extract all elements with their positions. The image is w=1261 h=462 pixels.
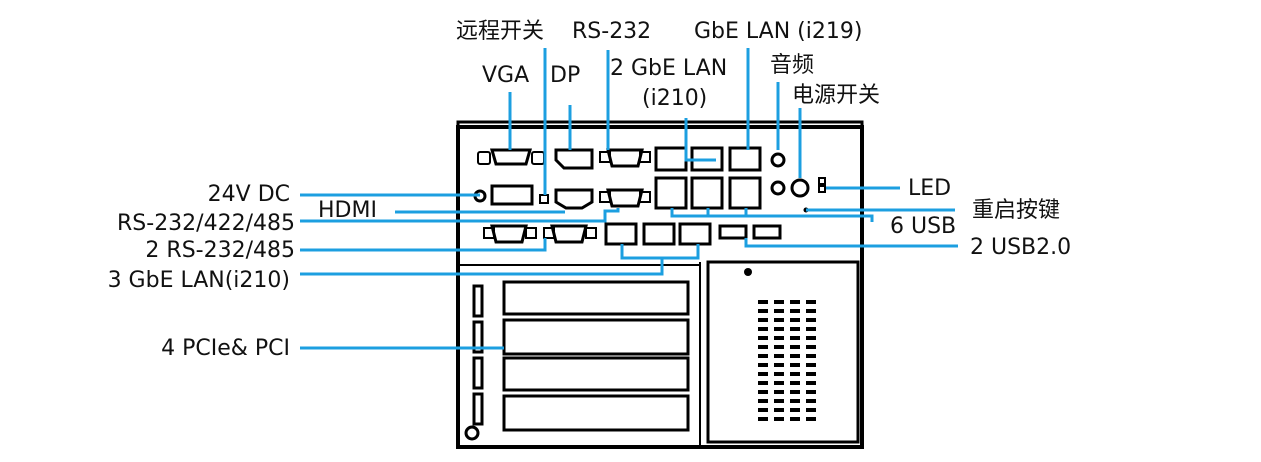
vent-slot <box>774 309 784 313</box>
vent-slot <box>758 345 768 349</box>
vent-slot <box>790 300 800 304</box>
label-audio: 音频 <box>770 53 815 78</box>
vent-slot <box>806 309 816 313</box>
vent-slot <box>790 363 800 367</box>
power-button <box>790 178 810 198</box>
vent-slot <box>758 354 768 358</box>
vent-slot <box>790 327 800 331</box>
vent-slot <box>806 372 816 376</box>
vent-slot <box>806 363 816 367</box>
label-pcie: 4 PCIe& PCI <box>161 336 290 361</box>
label-gbe-lan-i219: GbE LAN (i219) <box>694 19 863 44</box>
hdmi-port <box>554 188 594 210</box>
label-led: LED <box>908 176 952 201</box>
label-3-gbe-lan: 3 GbE LAN(i210) <box>107 268 290 293</box>
vent-slot <box>774 345 784 349</box>
vent-slot <box>774 300 784 304</box>
label-i210: (i210) <box>642 86 708 111</box>
label-power-switch: 电源开关 <box>792 83 881 108</box>
vent-slot <box>774 354 784 358</box>
vent-slot <box>806 318 816 322</box>
vent-slot <box>774 390 784 394</box>
usb-ports <box>654 176 762 210</box>
dc-power-connector <box>473 184 549 206</box>
vent-slot <box>774 372 784 376</box>
label-24v-dc: 24V DC <box>207 182 290 207</box>
led-indicators <box>818 177 826 193</box>
vent-slot <box>790 399 800 403</box>
vent-slot <box>806 336 816 340</box>
label-vga: VGA <box>482 63 530 88</box>
vent-slot <box>758 327 768 331</box>
vent-slot <box>774 336 784 340</box>
label-dp: DP <box>550 63 581 88</box>
vent-slot <box>758 399 768 403</box>
vent-slot <box>758 336 768 340</box>
chassis <box>456 120 864 449</box>
vent-slot <box>806 408 816 412</box>
vent-slot <box>774 381 784 385</box>
rs232-port-top <box>599 148 651 168</box>
vent-slot <box>758 417 768 421</box>
vent-slot <box>758 381 768 385</box>
vent-slot <box>758 372 768 376</box>
vent-slot <box>790 381 800 385</box>
vent-slot <box>774 399 784 403</box>
vga-port <box>477 148 545 166</box>
vent-slot <box>790 390 800 394</box>
vent-slot <box>806 300 816 304</box>
vent-slot <box>774 318 784 322</box>
vent-slot <box>806 327 816 331</box>
vent-slot <box>758 408 768 412</box>
expansion-slots <box>464 280 690 441</box>
dp-port <box>554 148 594 170</box>
rs232-422-485-port <box>599 188 651 208</box>
label-2-rs232-485: 2 RS-232/485 <box>145 238 295 263</box>
label-hdmi: HDMI <box>318 198 377 223</box>
vent-slot <box>806 381 816 385</box>
vent-slot <box>790 372 800 376</box>
label-rs-multi: RS-232/422/485 <box>117 211 295 236</box>
label-2-gbe-lan: 2 GbE LAN <box>610 56 728 81</box>
vent-slot <box>790 318 800 322</box>
vent-slot <box>758 318 768 322</box>
label-6-usb: 6 USB <box>890 214 957 239</box>
vent-slot <box>774 363 784 367</box>
vent-slot <box>758 390 768 394</box>
vent-slot <box>806 399 816 403</box>
lan-port-i219 <box>728 146 762 172</box>
lan-ports-i210-bottom <box>604 222 712 246</box>
vent-slot <box>758 363 768 367</box>
rs232-485-ports <box>483 224 597 244</box>
vent-slot <box>806 354 816 358</box>
vent-slot <box>790 345 800 349</box>
usb2-ports <box>718 224 782 240</box>
vent-slot <box>790 408 800 412</box>
vent-panel <box>706 260 860 444</box>
label-rs232-top: RS-232 <box>572 19 652 44</box>
vent-slot <box>774 327 784 331</box>
label-remote-switch: 远程开关 <box>456 19 545 44</box>
vent-slot <box>790 417 800 421</box>
vent-slot <box>790 309 800 313</box>
vent-slot <box>758 300 768 304</box>
vent-slot <box>774 408 784 412</box>
vent-slot <box>758 309 768 313</box>
vent-slot <box>790 336 800 340</box>
audio-jacks <box>770 152 786 196</box>
vent-slot <box>790 354 800 358</box>
label-reset: 重启按键 <box>972 198 1061 223</box>
vent-slot <box>806 345 816 349</box>
vent-slot <box>806 417 816 421</box>
label-2-usb2: 2 USB2.0 <box>970 235 1072 260</box>
callout-lines <box>300 48 958 350</box>
vent-slot <box>774 417 784 421</box>
vent-slot <box>806 390 816 394</box>
